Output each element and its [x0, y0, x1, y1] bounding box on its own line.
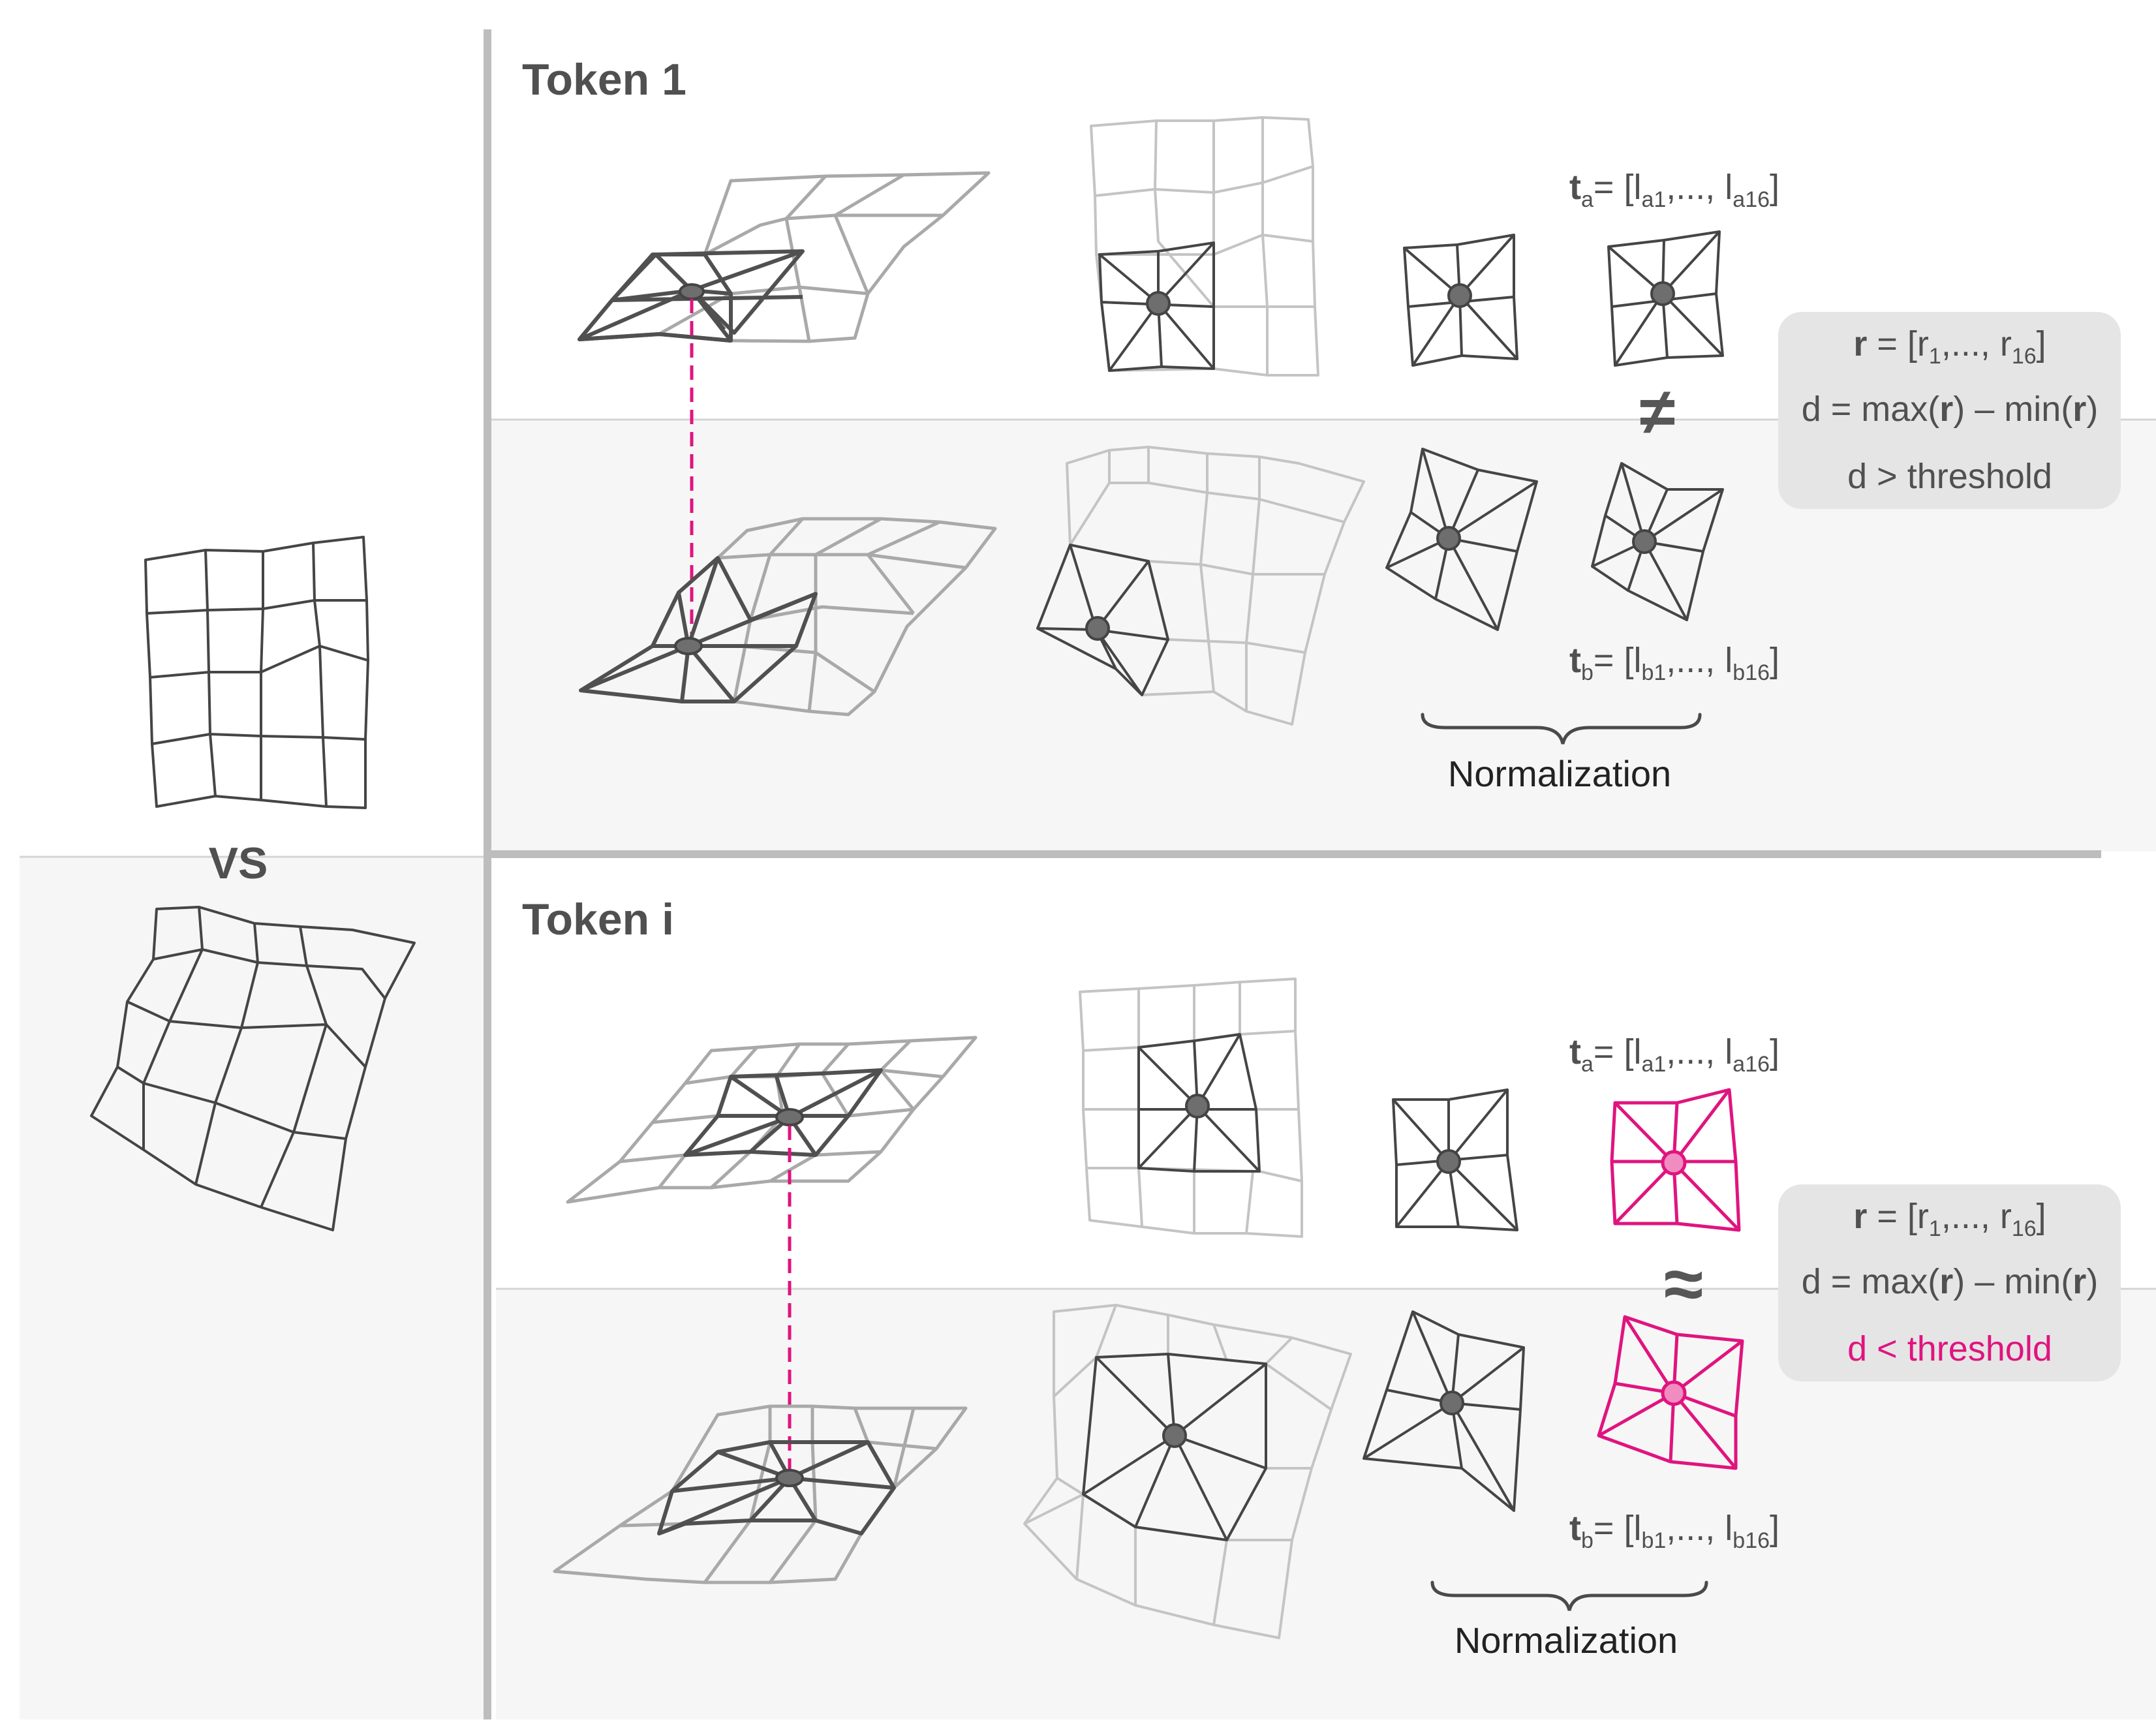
tokeni-star-a-right-highlight — [1610, 1088, 1741, 1232]
tokeni-result-bg — [1778, 1184, 2121, 1381]
token1-flat-grid-b — [1036, 446, 1365, 726]
tokeni-normalization-label: Normalization — [1455, 1620, 1678, 1661]
token1-brace — [1421, 713, 1702, 745]
left-mesh-a — [144, 536, 369, 809]
token1-grid-a — [578, 171, 991, 343]
token1-threshold-text: d > threshold — [1847, 457, 2052, 496]
tokeni-ta-formula: ta= [la1,..., la16] — [1569, 1032, 1779, 1077]
left-bottom-panel — [20, 857, 489, 1719]
tokeni-flat-grid-a — [1079, 978, 1303, 1238]
tokeni-result-box: r = [r1,..., r16] d = max(r) – min(r) d … — [1778, 1184, 2121, 1381]
tokeni-flat-grid-b — [1023, 1304, 1352, 1639]
token1-grid-b — [579, 517, 997, 717]
tokeni-star-a-left — [1392, 1088, 1518, 1231]
vs-label: VS — [209, 839, 268, 888]
token1-ta-formula: ta= [la1,..., la16] — [1569, 168, 1779, 212]
token1-star-b-left — [1385, 448, 1538, 631]
token1-r-formula: r = [r1,..., r16] — [1853, 324, 2046, 369]
tokeni-r-formula: r = [r1,..., r16] — [1853, 1197, 2046, 1241]
token1-d-formula: d = max(r) – min(r) — [1802, 390, 2099, 429]
tokeni-tb-formula: tb= [lb1,..., lb16] — [1569, 1509, 1779, 1553]
tokeni-grid-b — [553, 1404, 968, 1584]
token1-normalization-label: Normalization — [1448, 753, 1671, 794]
tokeni-brace — [1430, 1580, 1708, 1611]
left-mesh-b — [90, 906, 416, 1231]
token1-result-bg — [1778, 312, 2121, 509]
approx-symbol: ≈ — [1664, 1244, 1703, 1324]
token1-label: Token 1 — [522, 55, 686, 104]
token1-star-a-left — [1403, 234, 1518, 367]
tokeni-star-b-left — [1363, 1310, 1525, 1512]
tokeni-grid-a — [566, 1036, 978, 1204]
token1-tb-formula: tb= [lb1,..., lb16] — [1569, 641, 1779, 685]
tokeni-d-formula: d = max(r) – min(r) — [1802, 1262, 2099, 1301]
token1-star-a-right — [1607, 230, 1724, 367]
tokeni-label: Token i — [522, 895, 674, 944]
token1-star-b-right — [1591, 462, 1724, 621]
tokeni-star-b-right-highlight — [1597, 1315, 1744, 1470]
not-equal-symbol: ≠ — [1640, 375, 1676, 448]
background — [20, 29, 2156, 1719]
token1-result-box: r = [r1,..., r16] d = max(r) – min(r) d … — [1778, 312, 2121, 509]
tokeni-threshold-text: d < threshold — [1847, 1329, 2052, 1368]
token1-flat-grid-a — [1090, 116, 1319, 377]
